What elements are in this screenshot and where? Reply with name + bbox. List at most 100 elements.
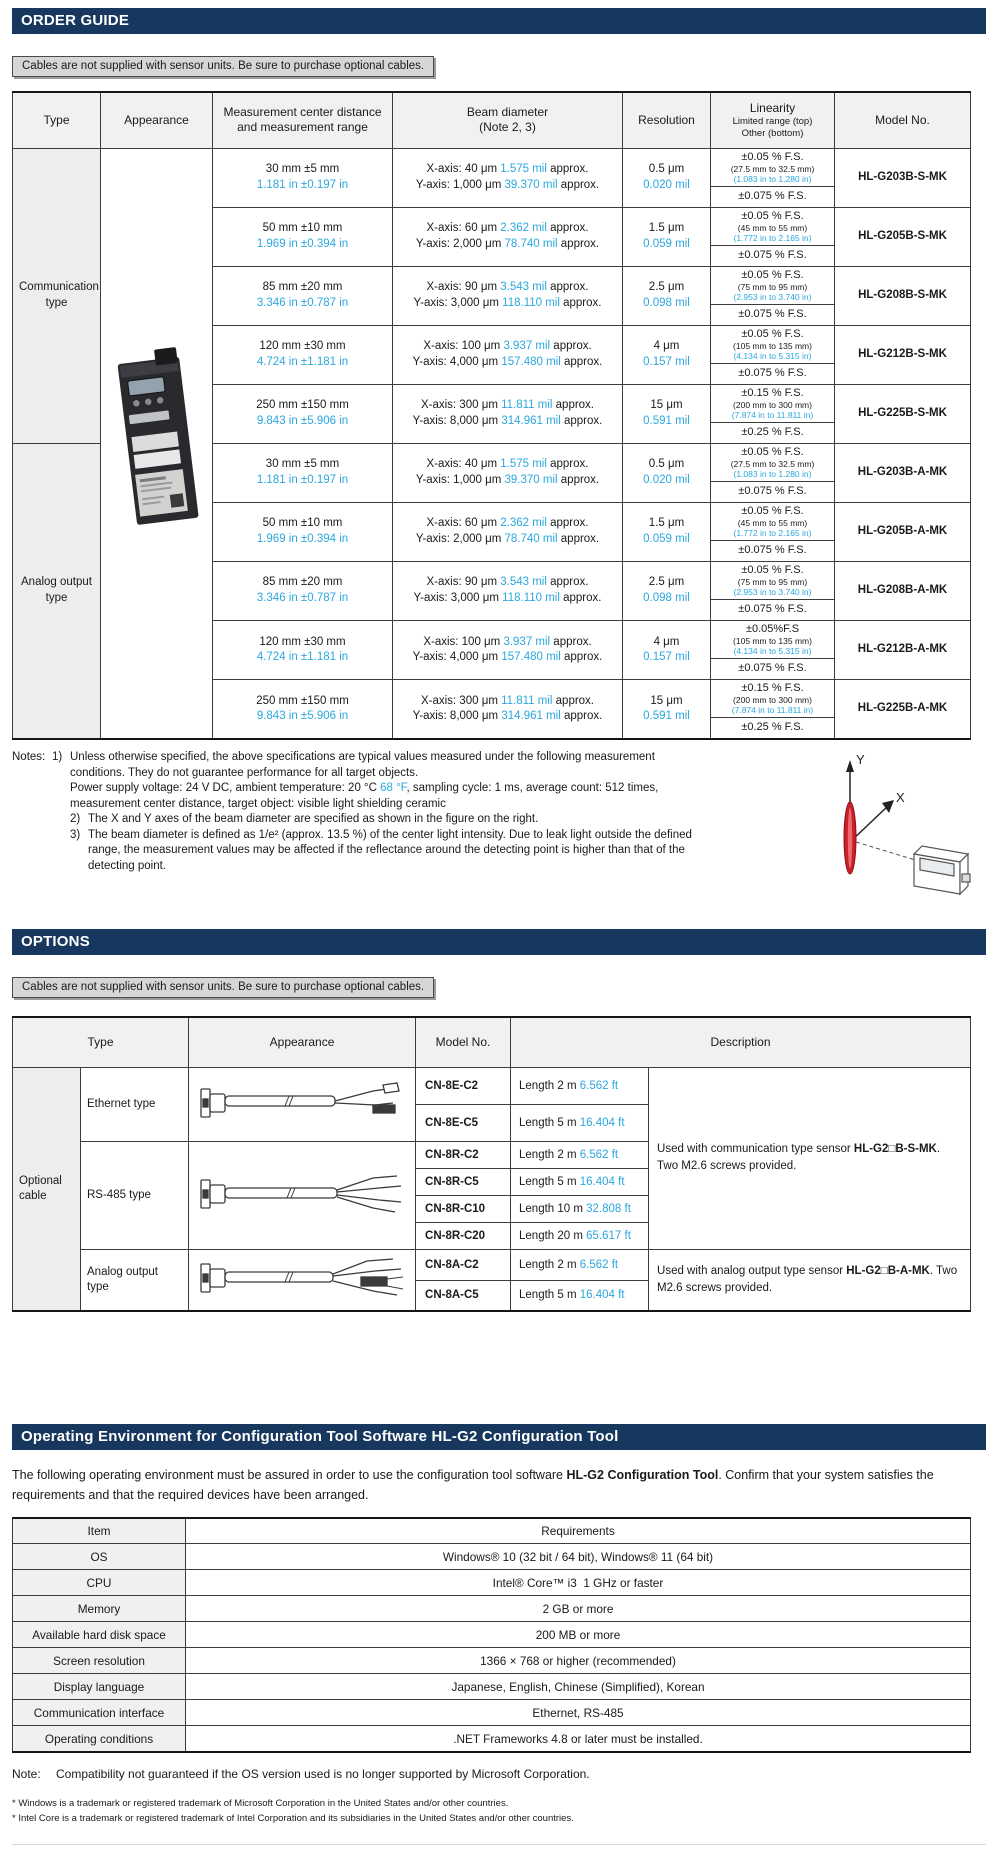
linearity-cell: ±0.05 % F.S.(45 mm to 55 mm)(1.772 in to… [710,501,835,562]
table-row: CN-8R-C5 Length 5 m 16.404 ft [13,1167,971,1196]
cable-model: CN-8E-C2 [415,1066,512,1105]
cable-length: Length 2 m 6.562 ft [510,1140,650,1169]
req-item: OS [12,1543,186,1571]
linearity-cell: ±0.05 % F.S.(105 mm to 135 mm)(4.134 in … [710,324,835,385]
beam-cell: X-axis: 60 μm 2.362 mil approx.Y-axis: 2… [392,501,623,562]
opt-col-appearance: Appearance [188,1016,417,1068]
table-row: RS-485 type CN-8R-C2 Length 2 m 6.562 ft [13,1140,971,1250]
note-3: The beam diameter is defined as 1/e² (ap… [88,828,692,872]
table-row: CN-8R-C20 Length 20 m 65.617 ft [13,1221,971,1250]
group-communication-type: Communication type [12,147,101,444]
linearity-cell: ±0.05 % F.S.(27.5 mm to 32.5 mm)(1.083 i… [710,147,835,208]
optional-cable-group: Optional cable [12,1066,81,1312]
compatibility-note: Note: Compatibility not guaranteed if th… [12,1766,590,1781]
sensor-photo [117,347,198,525]
options-header-row: Type Appearance Model No. Description [11,1016,972,1068]
beam-cell: X-axis: 100 μm 3.937 mil approx.Y-axis: … [392,324,623,385]
col-header-measurement: Measurement center distance and measurem… [212,91,393,149]
req-item: Memory [12,1595,186,1623]
req-col-requirements: Requirements [185,1517,971,1545]
opt-col-description: Description [510,1016,972,1068]
linearity-cell: ±0.15 % F.S.(200 mm to 300 mm)(7.874 in … [710,679,835,740]
note-2: The X and Y axes of the beam diameter ar… [88,813,539,826]
req-value: Windows® 10 (32 bit / 64 bit), Windows® … [185,1543,971,1571]
cable-model: CN-8A-C5 [415,1279,512,1312]
footnote-intel: * Intel Core is a trademark or registere… [12,1812,574,1824]
model-number: HL-G212B-A-MK [834,619,971,681]
linearity-cell: ±0.05 % F.S.(45 mm to 55 mm)(1.772 in to… [710,206,835,267]
cable-length: Length 5 m 16.404 ft [510,1103,650,1142]
table-row: Operating conditions.NET Frameworks 4.8 … [12,1725,971,1753]
options-table: Type Appearance Model No. Description Op… [11,1016,972,1313]
req-col-item: Item [12,1517,186,1545]
req-item: Operating conditions [12,1725,186,1753]
req-item: Display language [12,1673,186,1701]
environment-intro: The following operating environment must… [12,1468,934,1502]
cable-model: CN-8A-C2 [415,1248,512,1281]
group-analog-output-type: Analog output type [12,442,101,740]
trademark-footnotes: * Windows is a trademark or registered t… [12,1797,986,1846]
opt-col-type: Type [11,1016,190,1068]
table-row: CN-8R-C10 Length 10 m 32.808 ft [13,1194,971,1223]
linearity-cell: ±0.05 % F.S.(75 mm to 95 mm)(2.953 in to… [710,560,835,622]
cable-length: Length 5 m 16.404 ft [510,1167,650,1196]
col-header-model: Model No. [834,91,971,149]
operating-environment-title: Operating Environment for Configuration … [21,1428,619,1446]
order-table-header-row: Type Appearance Measurement center dista… [12,91,971,149]
linearity-cell: ±0.15 % F.S.(200 mm to 300 mm)(7.874 in … [710,383,835,444]
order-guide-title: ORDER GUIDE [21,12,130,29]
table-row: CN-8E-C5 Length 5 m 16.404 ft [13,1103,971,1142]
req-value: 1366 × 768 or higher (recommended) [185,1647,971,1675]
note-1: Unless otherwise specified, the above sp… [70,751,659,810]
beam-cell: X-axis: 90 μm 3.543 mil approx.Y-axis: 3… [392,265,623,326]
notes-label: Notes: [12,751,46,764]
beam-axis-diagram: Y X [772,750,972,903]
description-analog: Used with analog output type sensor HL-G… [648,1248,972,1312]
req-value: Ethernet, RS-485 [185,1699,971,1727]
col-header-appearance: Appearance [100,91,213,149]
model-number: HL-G208B-S-MK [834,265,971,326]
req-value: Japanese, English, Chinese (Simplified),… [185,1673,971,1701]
model-number: HL-G225B-A-MK [834,679,971,740]
cable-model: CN-8E-C5 [415,1103,512,1142]
cables-note-2: Cables are not supplied with sensor unit… [12,977,435,999]
table-row: Optional cable Ethernet type CN-8E-C2 Le… [12,1066,972,1312]
rs485-type-label: RS-485 type [79,1140,190,1250]
req-value: .NET Frameworks 4.8 or later must be ins… [185,1725,971,1753]
description-communication: Used with communication type sensor HL-G… [648,1066,972,1250]
requirements-header-row: Item Requirements [12,1517,971,1545]
notes-section: Notes: 1) Unless otherwise specified, th… [12,750,986,903]
col-header-beam: Beam diameter(Note 2, 3) [392,91,623,149]
model-number: HL-G203B-S-MK [834,147,971,208]
col-header-resolution: Resolution [622,91,711,149]
linearity-cell: ±0.05%F.S(105 mm to 135 mm)(4.134 in to … [710,619,835,681]
cable-model: CN-8R-C5 [415,1167,512,1196]
opt-col-model: Model No. [415,1016,512,1068]
operating-environment-banner: Operating Environment for Configuration … [12,1424,986,1451]
order-guide-banner: ORDER GUIDE [12,8,986,34]
analog-cable-drawing [188,1248,417,1312]
